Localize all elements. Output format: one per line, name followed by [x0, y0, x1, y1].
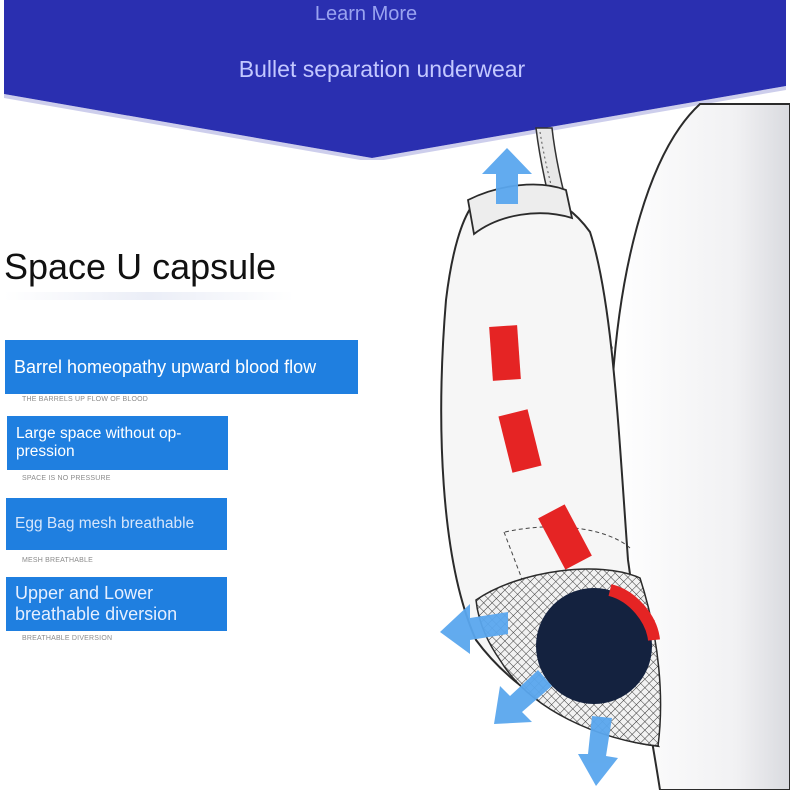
banner-shape: [4, 0, 786, 160]
feature-title: Large space without op- pression: [16, 425, 182, 460]
feature-caption: SPACE IS NO PRESSURE: [22, 475, 111, 482]
arrow-icon: [578, 716, 618, 786]
stripe-segment: [538, 504, 592, 570]
stripe-segment: [498, 409, 542, 473]
feature-title: Upper and Lower breathable diversion: [15, 583, 178, 624]
feature-title: Barrel homeopathy upward blood flow: [14, 356, 317, 377]
feature-title: Egg Bag mesh breathable: [15, 515, 195, 532]
page-title: Space U capsule: [4, 246, 277, 287]
top-banner: Learn More Bullet separation underwear: [0, 0, 790, 160]
feature-caption: BREATHABLE DIVERSION: [22, 635, 113, 642]
feature-box-space: Large space without op- pression: [7, 416, 228, 470]
banner-subtitle: Bullet separation underwear: [238, 56, 526, 82]
egg-ball: [536, 588, 652, 704]
stripe-segment: [489, 325, 521, 381]
feature-box-diversion: Upper and Lower breathable diversion: [6, 577, 227, 631]
feature-caption: MESH BREATHABLE: [22, 557, 93, 564]
arrow-icon: [482, 148, 532, 204]
feature-box-blood-flow: Barrel homeopathy upward blood flow: [5, 340, 358, 394]
arrow-icon: [440, 604, 508, 654]
arrow-icon: [494, 670, 552, 724]
underwear-illustration: [440, 103, 790, 790]
feature-box-mesh: Egg Bag mesh breathable: [6, 498, 227, 550]
title-underline: [4, 292, 294, 300]
feature-caption: THE BARRELS UP FLOW OF BLOOD: [22, 396, 149, 403]
learn-more-link[interactable]: Learn More: [314, 3, 418, 25]
